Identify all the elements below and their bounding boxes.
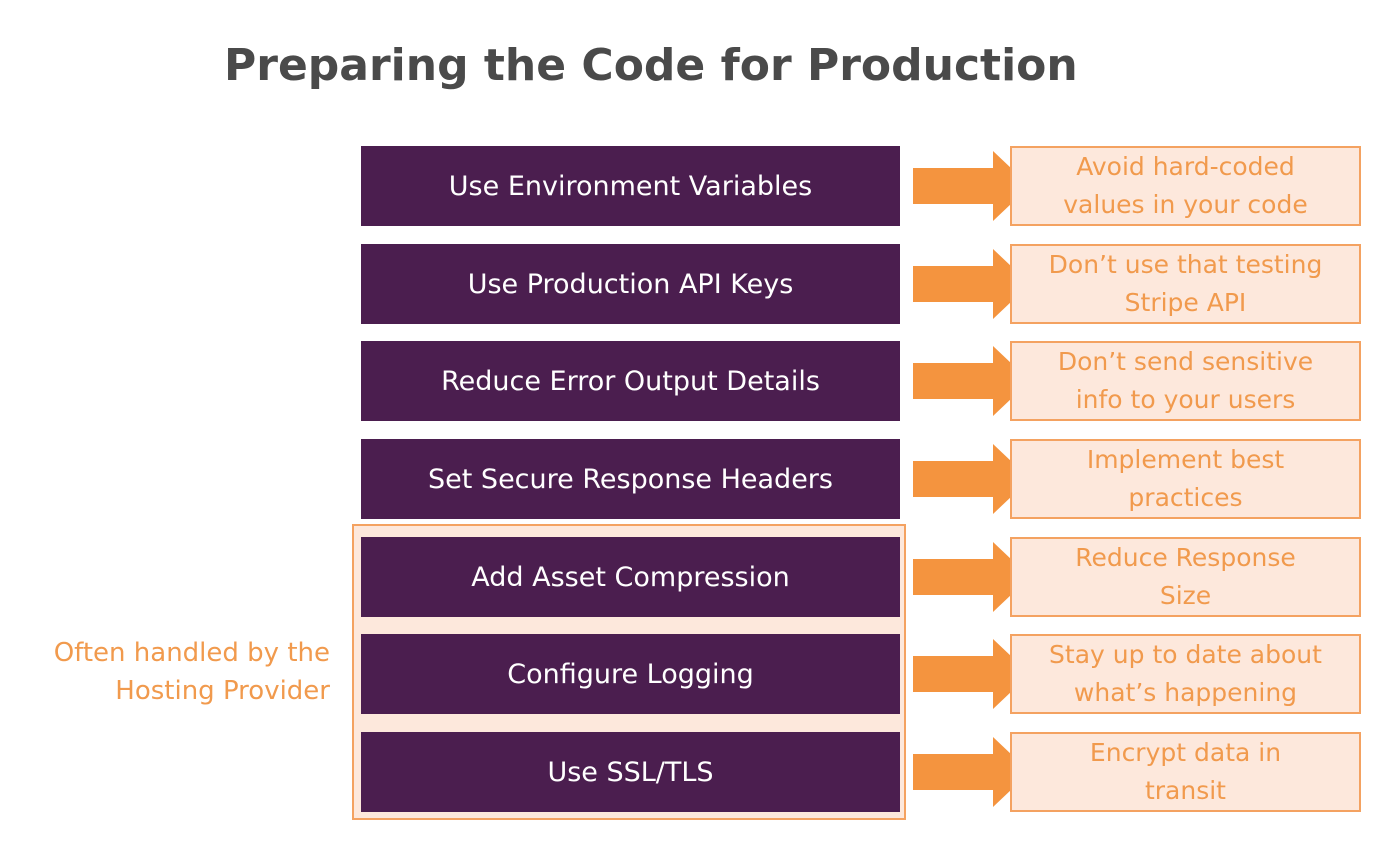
arrow-right-icon — [913, 639, 1030, 709]
note-line-1: Implement best — [1086, 445, 1285, 474]
step-add-asset-compression: Add Asset Compression — [361, 537, 900, 617]
note-line-2: Stripe API — [1124, 288, 1247, 317]
page-title: Preparing the Code for Production — [224, 40, 1078, 91]
arrow-right-icon — [913, 737, 1030, 807]
note-line-2: what’s happening — [1073, 678, 1298, 707]
step-use-production-api-keys: Use Production API Keys — [361, 244, 900, 324]
arrow-right-icon — [913, 249, 1030, 319]
step-reduce-error-output-details: Reduce Error Output Details — [361, 341, 900, 421]
note-avoid-hard-coded-values: Avoid hard-coded values in your code — [1010, 146, 1361, 226]
note-line-1: Reduce Response — [1075, 543, 1296, 572]
group-label-line-1: Often handled by the — [53, 638, 330, 668]
step-use-ssl-tls: Use SSL/TLS — [361, 732, 900, 812]
note-line-2: practices — [1128, 483, 1243, 512]
step-set-secure-response-headers: Set Secure Response Headers — [361, 439, 900, 519]
arrow-right-icon — [913, 151, 1030, 221]
note-dont-send-sensitive-info: Don’t send sensitive info to your users — [1010, 341, 1361, 421]
note-line-2: info to your users — [1075, 385, 1296, 414]
note-line-2: values in your code — [1063, 190, 1308, 219]
note-line-1: Stay up to date about — [1049, 640, 1322, 669]
hosting-provider-group-label: Often handled by the Hosting Provider — [0, 634, 330, 710]
note-reduce-response-size: Reduce Response Size — [1010, 537, 1361, 617]
step-use-environment-variables: Use Environment Variables — [361, 146, 900, 226]
group-label-line-2: Hosting Provider — [115, 676, 330, 706]
note-encrypt-data-in-transit: Encrypt data in transit — [1010, 732, 1361, 812]
note-line-1: Avoid hard-coded — [1076, 152, 1295, 181]
step-configure-logging: Configure Logging — [361, 634, 900, 714]
note-implement-best-practices: Implement best practices — [1010, 439, 1361, 519]
note-dont-use-testing-api: Don’t use that testing Stripe API — [1010, 244, 1361, 324]
arrow-right-icon — [913, 542, 1030, 612]
note-line-1: Don’t use that testing — [1048, 250, 1323, 279]
note-stay-up-to-date: Stay up to date about what’s happening — [1010, 634, 1361, 714]
note-line-2: transit — [1144, 776, 1226, 805]
note-line-1: Encrypt data in — [1089, 738, 1282, 767]
note-line-2: Size — [1159, 581, 1212, 610]
arrow-right-icon — [913, 444, 1030, 514]
note-line-1: Don’t send sensitive — [1057, 347, 1314, 376]
arrow-right-icon — [913, 346, 1030, 416]
